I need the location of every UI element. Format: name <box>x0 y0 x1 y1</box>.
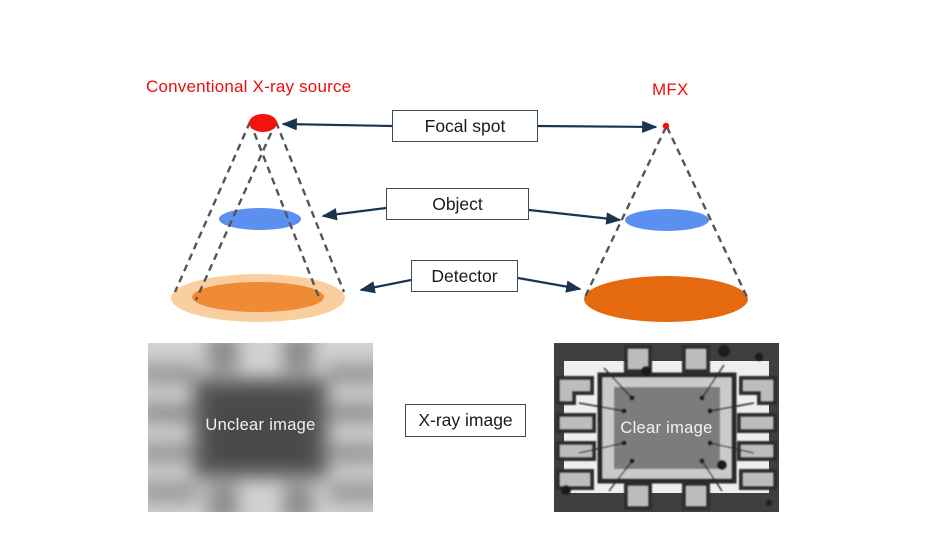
mfx-title: MFX <box>652 80 689 99</box>
detector-label: Detector <box>411 260 518 292</box>
object-label: Object <box>386 188 529 220</box>
object-right <box>625 209 709 231</box>
rays-right <box>583 126 749 298</box>
arrow-object-left <box>321 206 387 221</box>
focal-spot-right <box>662 122 670 130</box>
arrow-focal-right <box>537 120 658 134</box>
unclear-xray-graphic <box>148 343 373 512</box>
detector-left <box>192 282 324 312</box>
object-left <box>219 208 301 230</box>
detector-right <box>584 276 748 322</box>
arrow-object-right <box>528 208 622 225</box>
xray-image-label: X-ray image <box>405 404 526 437</box>
clear-image-caption: Clear image <box>620 419 713 437</box>
focal-spot-left <box>249 114 277 132</box>
rays-left <box>173 121 346 301</box>
clear-xray-graphic <box>554 343 779 512</box>
unclear-image-caption: Unclear image <box>205 416 316 434</box>
arrow-detector-right <box>517 276 582 293</box>
focal-spot-label: Focal spot <box>392 110 538 142</box>
unclear-xray-image: Unclear image <box>148 343 373 512</box>
arrow-detector-left <box>359 278 412 294</box>
conventional-source-title: Conventional X-ray source <box>146 77 352 96</box>
arrow-focal-left <box>281 118 393 131</box>
clear-xray-image: Clear image <box>554 343 779 512</box>
